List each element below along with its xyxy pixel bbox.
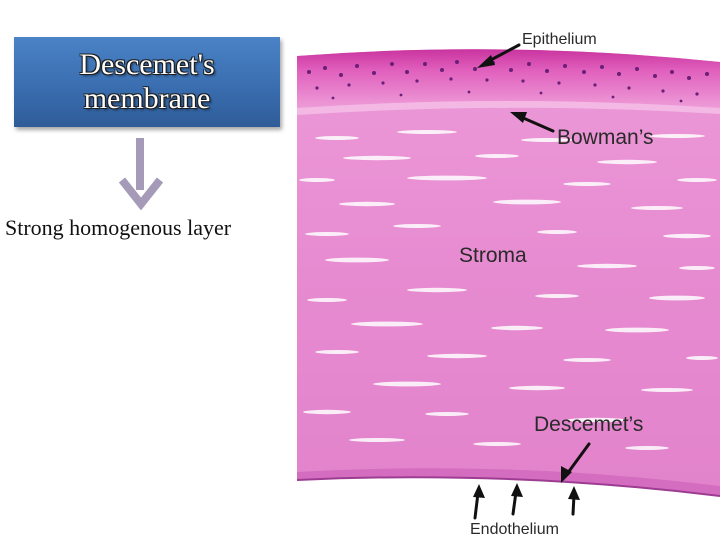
cornea-histology-image	[297, 43, 720, 520]
label-endothelium: Endothelium	[470, 521, 559, 538]
slide-title: Descemet's membrane	[79, 48, 215, 115]
label-epithelium: Epithelium	[522, 31, 597, 48]
title-box: Descemet's membrane	[14, 37, 280, 127]
label-stroma: Stroma	[459, 244, 527, 267]
label-descemets: Descemet’s	[534, 413, 644, 436]
subtitle: Strong homogenous layer	[5, 215, 232, 240]
label-bowmans: Bowman’s	[557, 126, 654, 149]
down-arrow-icon	[118, 138, 164, 210]
